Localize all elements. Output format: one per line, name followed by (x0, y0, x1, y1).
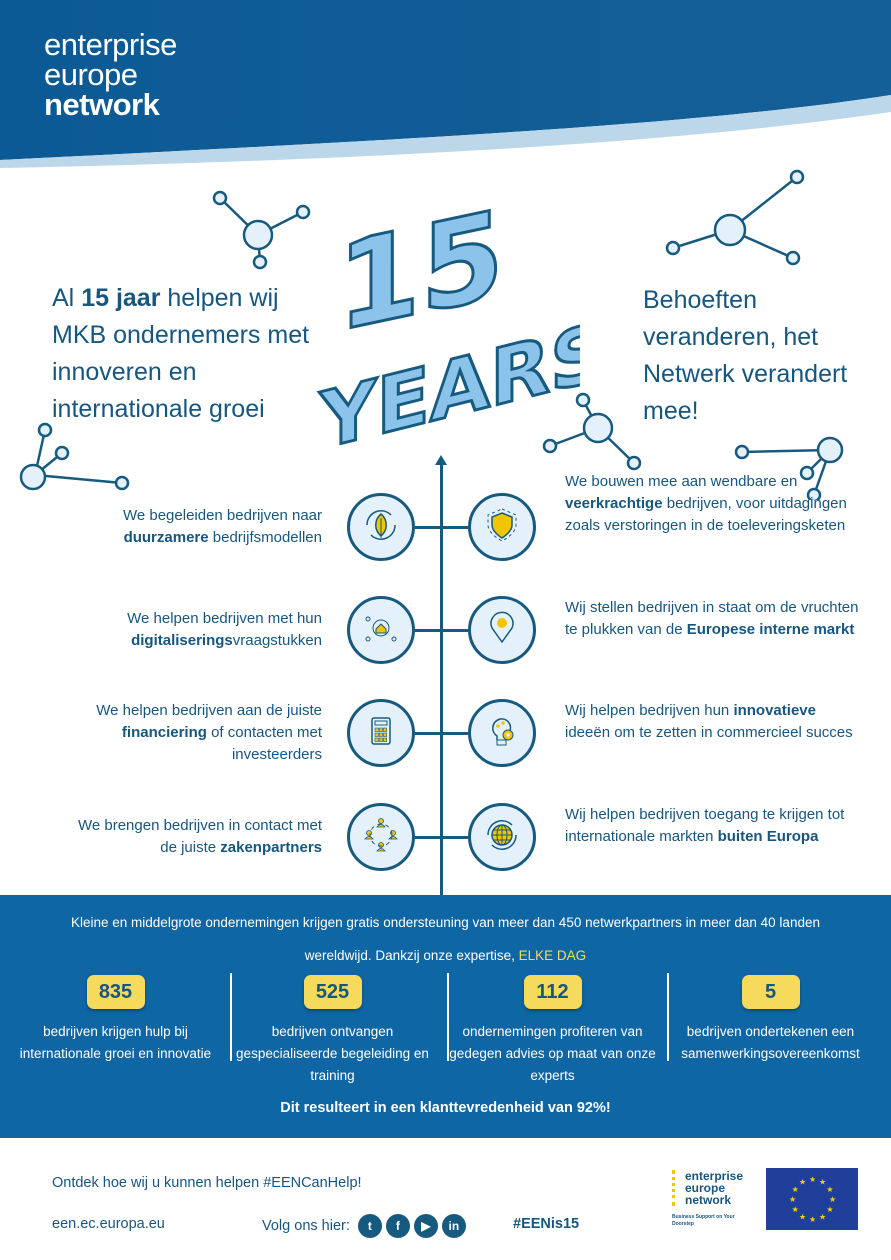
headline-right: Behoeften veranderen, het Netwerk verand… (643, 286, 848, 425)
stat-label: bedrijven ondertekenen een samenwerkings… (681, 1024, 860, 1061)
badge-number: 15 (337, 185, 504, 359)
stat-value: 835 (86, 975, 145, 1009)
stat-card: 835 bedrijven krijgen hulp bij internatio… (8, 975, 223, 1065)
digital-home-icon (364, 611, 398, 650)
small-logo-line2: europe (685, 1181, 726, 1195)
logo-line3: network (44, 87, 160, 122)
stat-card: 112 ondernemingen profiteren van gedegen … (445, 975, 660, 1087)
service-description: Wij helpen bedrijven toegang te krijgen … (565, 806, 845, 845)
eu-star-icon: ★ (789, 1195, 796, 1204)
globe-icon (485, 818, 519, 857)
stat-value: 525 (303, 975, 362, 1009)
cta-text: Ontdek hoe wij u kunnen helpen #EENCanHe… (52, 1175, 362, 1191)
stats-band: Kleine en middelgrote ondernemingen krij… (0, 895, 891, 1138)
eu-star-icon: ★ (829, 1195, 836, 1204)
eu-star-icon: ★ (826, 1185, 833, 1194)
eu-star-icon: ★ (809, 1215, 816, 1224)
shield-badge (468, 493, 536, 561)
calculator-badge (347, 699, 415, 767)
conclusion-text: Dit resulteert in een klanttevredenheid … (280, 1100, 611, 1116)
service-description: Wij stellen bedrijven in staat om de vru… (565, 599, 859, 638)
eu-star-icon: ★ (799, 1178, 806, 1187)
eu-star-icon: ★ (819, 1212, 826, 1221)
eu-star-icon: ★ (826, 1205, 833, 1214)
youtube-icon[interactable]: ▶ (413, 1214, 438, 1238)
band-intro: Kleine en middelgrote ondernemingen krij… (71, 915, 820, 963)
service-description: We helpen bedrijven met hun digitaliseri… (127, 610, 322, 649)
digital-home-badge (347, 596, 415, 664)
service-description: We bouwen mee aan wendbare en veerkracht… (565, 473, 847, 534)
service-description: Wij helpen bedrijven hun innovatieve ide… (565, 702, 853, 741)
follow-label: Volg ons hier: (262, 1218, 350, 1234)
website-link[interactable]: een.ec.europa.eu (52, 1216, 165, 1232)
connector-line (415, 732, 441, 735)
small-logo-line3: network (685, 1193, 732, 1207)
connector-line (443, 629, 468, 632)
connector-line (415, 629, 441, 632)
eu-star-icon: ★ (792, 1205, 799, 1214)
stat-card: 525 bedrijven ontvangen gespecialiseerde … (225, 975, 440, 1087)
connector-line (415, 836, 441, 839)
partners-network-icon (364, 817, 398, 857)
eu-star-icon: ★ (809, 1175, 816, 1184)
logo-line1: enterprise (44, 27, 177, 62)
service-description: We brengen bedrijven in contact met de j… (77, 817, 322, 856)
lightbulb-gear-icon (485, 714, 519, 753)
connector-line (443, 526, 468, 529)
een-logo: enterprise europe network (44, 27, 177, 122)
stat-value: 5 (741, 975, 800, 1009)
twitter-icon[interactable]: t (357, 1214, 382, 1238)
hashtag: #EENis15 (513, 1216, 580, 1232)
sustainability-leaf-icon (364, 508, 398, 547)
timeline-line (440, 462, 443, 895)
headline-left: Al 15 jaar helpen wij MKB ondernemers me… (52, 284, 310, 423)
header-banner (0, 0, 891, 168)
facebook-icon[interactable]: f (385, 1214, 410, 1238)
location-pin-icon (485, 611, 519, 650)
molecule-decorations (19, 169, 844, 500)
stat-value: 112 (523, 975, 582, 1009)
sustainability-leaf-badge (347, 493, 415, 561)
stat-card: 5 bedrijven ondertekenen een samenwerking… (663, 975, 878, 1065)
15-years-badge: 15 YEARS (318, 185, 580, 450)
small-logo-tagline: Business Support on Your Doorstep (672, 1214, 735, 1227)
connector-line (443, 836, 468, 839)
location-pin-badge (468, 596, 536, 664)
connector-line (415, 526, 441, 529)
small-logo-line1: enterprise (685, 1169, 744, 1183)
eu-star-icon: ★ (792, 1185, 799, 1194)
lightbulb-gear-badge (468, 699, 536, 767)
logo-line2: europe (44, 57, 138, 92)
stat-label: bedrijven ontvangen gespecialiseerde beg… (236, 1024, 429, 1083)
partners-network-badge (347, 803, 415, 871)
calculator-icon (364, 714, 398, 753)
service-description: We helpen bedrijven aan de juiste financ… (96, 702, 322, 763)
connector-line (443, 732, 468, 735)
service-description: We begeleiden bedrijven naar duurzamere … (122, 507, 322, 546)
shield-icon (485, 507, 519, 547)
een-small-logo: enterprise europe network Business Suppo… (672, 1170, 752, 1228)
eu-flag-icon: ★★★★★★★★★★★★ (766, 1168, 858, 1230)
stat-label: bedrijven krijgen hulp bij international… (19, 1024, 212, 1061)
arrow-up-icon (435, 455, 447, 465)
eu-star-icon: ★ (799, 1212, 806, 1221)
eu-star-icon: ★ (819, 1178, 826, 1187)
stat-label: ondernemingen profiteren van gedegen adv… (449, 1024, 656, 1083)
globe-badge (468, 803, 536, 871)
linkedin-icon[interactable]: in (441, 1214, 466, 1238)
